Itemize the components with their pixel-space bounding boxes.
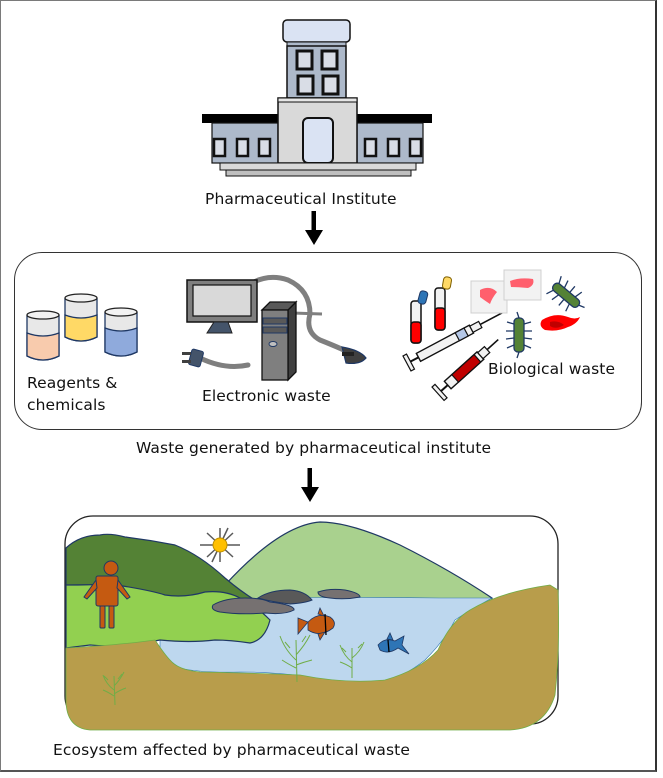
arrow-down-icon	[305, 211, 323, 245]
wing-window	[363, 137, 378, 158]
monitor-screen	[192, 284, 252, 317]
biological-waste-label: Biological waste	[488, 360, 616, 378]
syringe	[431, 338, 499, 402]
building-icon	[202, 19, 432, 177]
light-green-hill	[224, 521, 493, 613]
microscope-slide	[470, 280, 508, 314]
reagents-label-line1: Reagents &	[27, 374, 118, 392]
test-tube	[434, 276, 453, 331]
rock	[211, 597, 295, 615]
bacteria-icon	[546, 275, 585, 312]
reagents-label-line2: chemicals	[27, 396, 106, 414]
cable	[197, 355, 251, 369]
power-plug	[182, 348, 204, 368]
institute-label: Pharmaceutical Institute	[205, 190, 397, 208]
biological-waste-icon	[402, 269, 585, 402]
seaweed-icon	[279, 634, 313, 683]
wing-window	[408, 137, 423, 158]
syringe	[402, 311, 504, 372]
seaweed-icon	[102, 671, 127, 706]
sun-icon	[200, 527, 240, 563]
pc-button	[268, 341, 278, 347]
base-step-top	[219, 162, 417, 171]
tower-window	[296, 74, 315, 96]
center-band	[277, 97, 358, 103]
roof-right	[357, 114, 432, 123]
beakers-icon	[26, 293, 138, 361]
soil	[65, 584, 559, 731]
waste-box	[14, 252, 642, 430]
beaker-pink	[26, 310, 60, 361]
wing-window	[386, 137, 401, 158]
beaker-yellow	[64, 293, 98, 342]
waste-box-caption: Waste generated by pharmaceutical instit…	[136, 439, 492, 457]
seaweed-icon	[339, 641, 365, 678]
test-tube	[410, 290, 429, 344]
tower-cap	[282, 19, 351, 43]
base-step-bottom	[225, 169, 412, 177]
tower-window	[320, 49, 339, 71]
person-icon	[83, 560, 131, 629]
beaker-blue	[104, 307, 138, 357]
pc-side	[287, 300, 297, 382]
tower-window	[321, 74, 340, 96]
roof-left	[202, 114, 278, 123]
monitor-stand	[206, 321, 233, 334]
wing-window	[235, 137, 250, 158]
pc-drive	[262, 326, 288, 334]
bacteria-icon	[505, 311, 533, 359]
ecosystem-scene	[64, 515, 559, 731]
fish-icon	[377, 632, 410, 655]
rock	[256, 589, 313, 605]
ecosystem-label: Ecosystem affected by pharmaceutical was…	[53, 741, 410, 759]
connector-plug	[341, 346, 367, 365]
arrow-down-icon	[301, 468, 319, 502]
fish-icon	[297, 606, 335, 641]
cable	[291, 311, 323, 316]
wing-window	[212, 137, 227, 158]
electronic-waste-label: Electronic waste	[202, 387, 331, 405]
computer-icon	[182, 274, 367, 382]
door	[302, 117, 334, 164]
microscope-slide	[503, 269, 542, 301]
wing-window	[257, 137, 272, 158]
pc-drive	[262, 317, 288, 325]
rock	[317, 588, 361, 600]
tower-window	[295, 49, 314, 71]
